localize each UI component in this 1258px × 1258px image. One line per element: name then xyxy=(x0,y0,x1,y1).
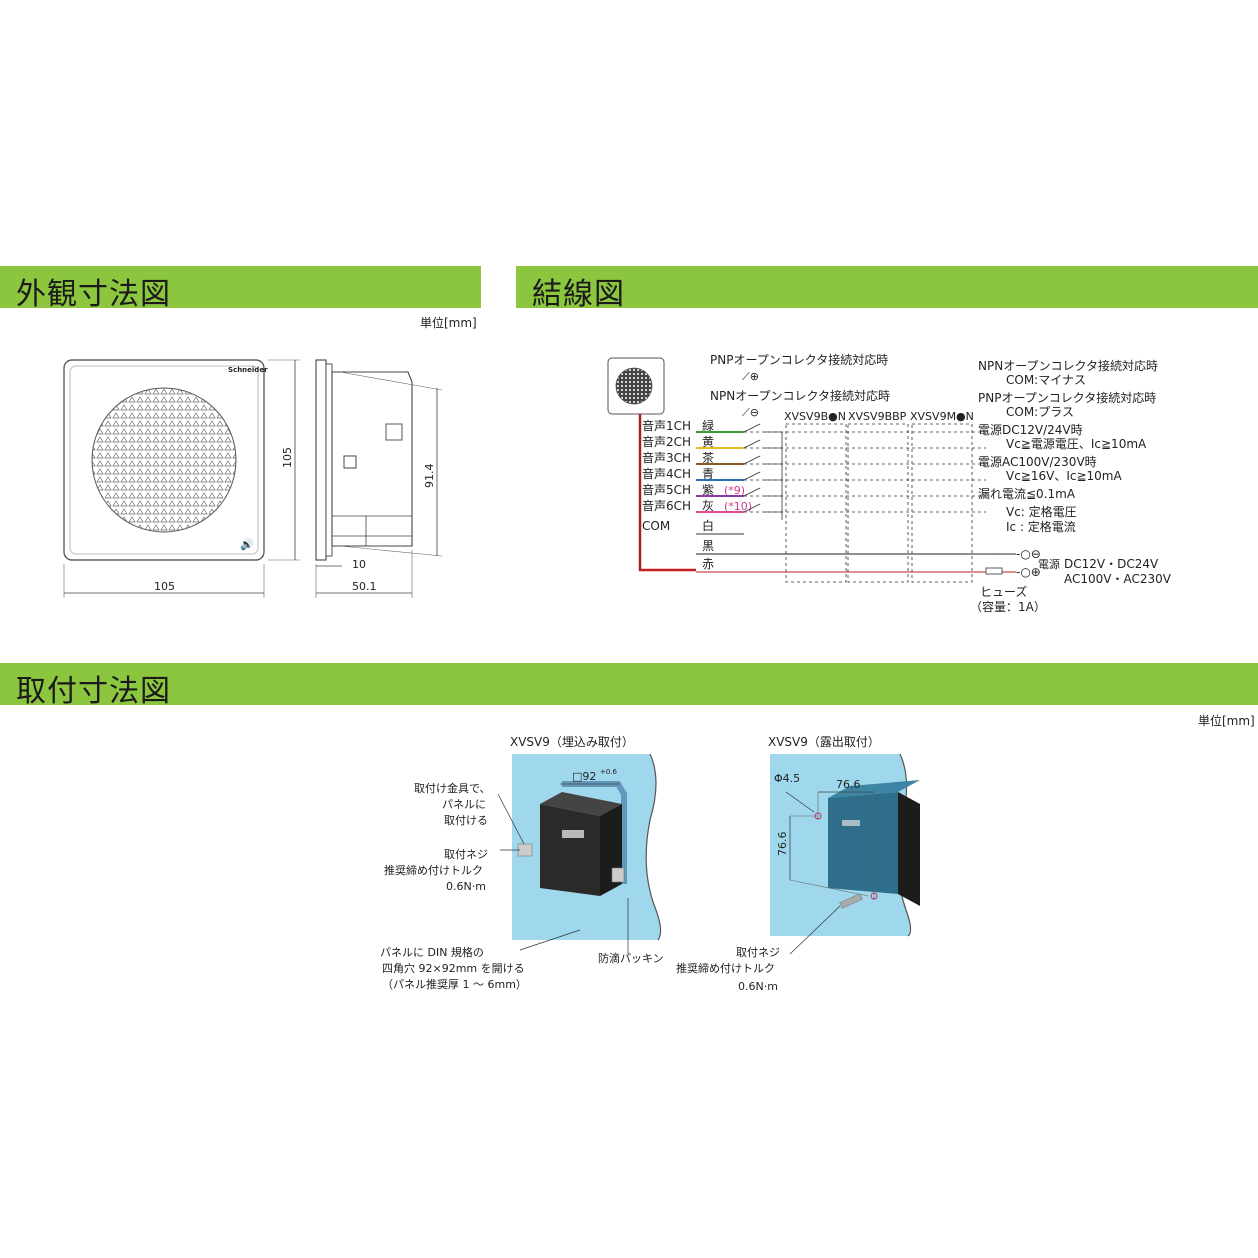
note-9: (*9) xyxy=(724,484,745,497)
note-npn-2: COM:マイナス xyxy=(1006,373,1086,387)
left-screw xyxy=(517,843,533,857)
note-dc-2: Vc≧電源電圧、Ic≧10mA xyxy=(1006,437,1147,451)
right-mount-title: XVSV9（露出取付） xyxy=(768,735,880,749)
section-banner-external: 外観寸法図 xyxy=(0,266,481,312)
right-callout-line1: 取付ネジ xyxy=(736,946,780,959)
right-device xyxy=(828,792,898,894)
left-callout4: 防滴パッキン xyxy=(598,951,664,965)
left-cutout-tol: +0.6 xyxy=(600,768,618,776)
left-callout3-line1: パネルに DIN 規格の xyxy=(380,945,484,959)
section-title-external: 外観寸法図 xyxy=(16,277,171,312)
section-banner-wiring: 結線図 xyxy=(516,266,1258,312)
side-body xyxy=(331,371,413,547)
right-callout-line3: 0.6N·m xyxy=(738,980,778,993)
note-ac-1: 電源AC100V/230V時 xyxy=(978,455,1097,469)
dim-offset: 10 xyxy=(352,558,366,571)
channel-3-color: 茶 xyxy=(702,450,714,465)
channel-3-label: 音声3CH xyxy=(642,450,691,465)
note-pnp-1: PNPオープンコレクタ接続対応時 xyxy=(978,390,1156,405)
left-callout1-line1: 取付け金具で、 xyxy=(414,781,491,795)
channel-rows: 音声1CH 緑 音声2CH 黄 音声3CH 茶 音声4CH 青 音声5CH 紫 … xyxy=(642,418,1016,573)
model-2: XVSV9BBP xyxy=(848,410,907,423)
com-label: COM xyxy=(642,519,670,533)
dim-depth-total: 91.4 xyxy=(423,464,436,489)
power-label: 電源 xyxy=(1038,557,1060,571)
section-banner-mounting: 取付寸法図 xyxy=(0,663,1258,709)
channel-4-color: 青 xyxy=(702,467,714,481)
fuse-capacity: （容量：1A） xyxy=(970,599,1046,614)
brand-logo: Schneider xyxy=(228,366,268,374)
fuse-label: ヒューズ xyxy=(980,584,1027,599)
channel-2-color: 黄 xyxy=(702,435,714,449)
wire-black: 黒 xyxy=(702,539,714,553)
pnp-switch-icon: ⟋⊕ xyxy=(742,370,759,383)
left-callout1-line2: パネルに xyxy=(442,798,486,811)
right-hole xyxy=(814,812,822,820)
right-hole-label: Φ4.5 xyxy=(774,772,800,785)
section-title-mounting: 取付寸法図 xyxy=(16,674,171,709)
section-title-wiring: 結線図 xyxy=(532,277,625,312)
left-callout2-line2: 推奨締め付けトルク xyxy=(384,863,483,877)
wire-white: 白 xyxy=(702,518,714,533)
note-npn-1: NPNオープンコレクタ接続対応時 xyxy=(978,358,1158,373)
channel-2-label: 音声2CH xyxy=(642,434,691,449)
side-bezel xyxy=(315,359,327,561)
left-device-front xyxy=(540,804,600,896)
wiring-diagram: PNPオープンコレクタ接続対応時 ⟋⊕ NPNオープンコレクタ接続対応時 ⟋⊖ … xyxy=(607,352,1172,614)
power-minus-icon: -○⊖ xyxy=(1016,547,1041,561)
right-dim-h: 76.6 xyxy=(836,778,861,791)
speaker-grille xyxy=(91,387,237,533)
left-callout2-line1: 取付ネジ xyxy=(444,848,488,861)
note-pnp-2: COM:プラス xyxy=(1006,405,1074,419)
dim-width: 105 xyxy=(154,580,175,593)
unit-label-mounting: 単位[mm] xyxy=(1198,714,1255,728)
channel-5-label: 音声5CH xyxy=(642,482,691,497)
note-10: (*10) xyxy=(724,500,752,513)
channel-5-color: 紫 xyxy=(702,483,714,497)
left-callout2-line3: 0.6N·m xyxy=(446,880,486,893)
right-screw xyxy=(839,893,863,909)
dim-depth: 50.1 xyxy=(352,580,377,593)
note-leak: 漏れ電流≦0.1mA xyxy=(978,487,1076,501)
left-callout3-line2: 四角穴 92×92mm を開ける xyxy=(382,961,525,975)
dim-height: 105 xyxy=(281,447,294,468)
right-callout-line2: 推奨締め付けトルク xyxy=(676,961,775,975)
power-spec-2: AC100V・AC230V xyxy=(1064,572,1172,586)
external-dimension-drawing: Schneider 🔊 105 105 91.4 10 50.1 xyxy=(63,359,443,598)
unit-label-external: 単位[mm] xyxy=(420,316,477,330)
npn-title: NPNオープンコレクタ接続対応時 xyxy=(710,388,890,403)
left-mount-title: XVSV9（埋込み取付） xyxy=(510,735,634,749)
wire-red: 赤 xyxy=(702,557,714,571)
channel-1-label: 音声1CH xyxy=(642,418,691,433)
speaker-icon: 🔊 xyxy=(240,537,254,551)
note-ic: Ic : 定格電流 xyxy=(1006,519,1076,534)
note-ac-2: Vc≧16V、Ic≧10mA xyxy=(1006,469,1122,483)
channel-4-label: 音声4CH xyxy=(642,466,691,481)
left-callout3-line3: （パネル推奨厚 1 ～ 6mm） xyxy=(382,977,527,991)
right-dim-v: 76.6 xyxy=(776,832,789,857)
channel-6-color: 灰 xyxy=(702,499,714,513)
model-1: XVSV9B●N xyxy=(784,410,846,423)
fuse-icon xyxy=(985,567,1003,575)
channel-1-color: 緑 xyxy=(702,418,714,433)
left-cutout-dim: □92 xyxy=(572,770,596,783)
note-vc: Vc: 定格電圧 xyxy=(1006,504,1077,519)
mounting-diagram: XVSV9（埋込み取付） □92 +0.6 取付け金具で、 パネルに 取付ける … xyxy=(380,735,920,993)
npn-switch-icon: ⟋⊖ xyxy=(742,406,759,419)
model-3: XVSV9M●N xyxy=(910,410,974,423)
note-dc-1: 電源DC12V/24V時 xyxy=(978,423,1083,437)
pnp-title: PNPオープンコレクタ接続対応時 xyxy=(710,352,888,367)
channel-6-label: 音声6CH xyxy=(642,498,691,513)
power-spec-1: DC12V・DC24V xyxy=(1064,557,1159,571)
left-callout1-line3: 取付ける xyxy=(444,814,488,827)
power-plus-icon: -○⊕ xyxy=(1016,565,1041,579)
